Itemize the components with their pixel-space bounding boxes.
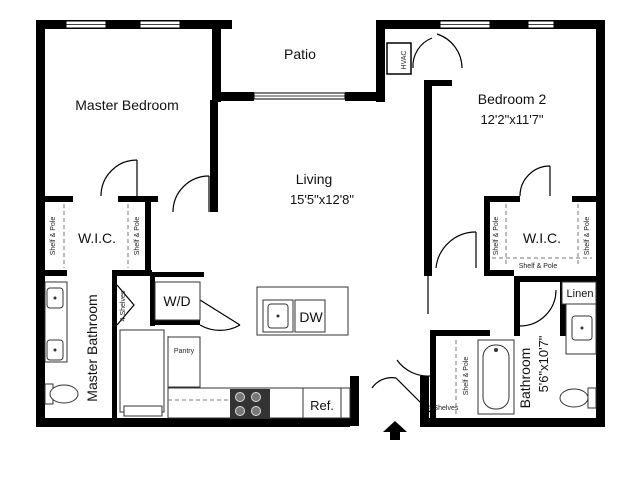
label-wic-right: W.I.C. xyxy=(523,230,561,246)
label-pantry: Pantry xyxy=(174,348,195,355)
toilet-icon xyxy=(49,384,79,404)
interior-walls xyxy=(45,42,596,426)
label-patio: Patio xyxy=(284,46,316,62)
toilet-icon xyxy=(559,388,589,408)
label-shelf-pole: Shelf & Pole xyxy=(584,217,591,256)
label-master-bedroom: Master Bedroom xyxy=(75,97,178,113)
label-shelf-pole: Shelf & Pole xyxy=(519,263,558,270)
label-master-bathroom: Master Bathroom xyxy=(84,294,100,401)
label-wic-left: W.I.C. xyxy=(78,230,116,246)
label-shelf-pole: Shelf & Pole xyxy=(493,217,500,256)
fixtures xyxy=(44,281,597,419)
label-four-shelves: 4 Shelves xyxy=(428,405,459,412)
label-linen: Linen xyxy=(567,288,594,300)
label-shelf-pole: Shelf & Pole xyxy=(50,217,57,256)
label-bathroom: Bathroom xyxy=(517,348,533,409)
label-ref: Ref. xyxy=(310,398,334,413)
range-icon xyxy=(230,389,270,419)
label-bedroom-2: Bedroom 2 xyxy=(478,91,547,107)
label-shelf-pole: Shelf & Pole xyxy=(134,217,141,256)
doors xyxy=(100,33,557,413)
label-wd: W/D xyxy=(163,293,190,309)
windows xyxy=(65,20,555,100)
label-bedroom-2-dim: 12'2"x11'7" xyxy=(480,112,543,127)
label-bathroom-dim: 5'6"x10'7" xyxy=(536,335,551,392)
label-shelf-pole: Shelf & Pole xyxy=(463,357,470,396)
labels: Patio HVAC Master Bedroom Bedroom 2 12'2… xyxy=(50,46,593,413)
entry-arrow-icon xyxy=(383,421,407,440)
label-dw: DW xyxy=(299,309,323,325)
label-four-shelves: 4 Shelves xyxy=(120,290,127,321)
label-hvac: HVAC xyxy=(401,51,408,70)
label-living-dim: 15'5"x12'8" xyxy=(290,192,354,207)
label-living: Living xyxy=(296,171,333,187)
